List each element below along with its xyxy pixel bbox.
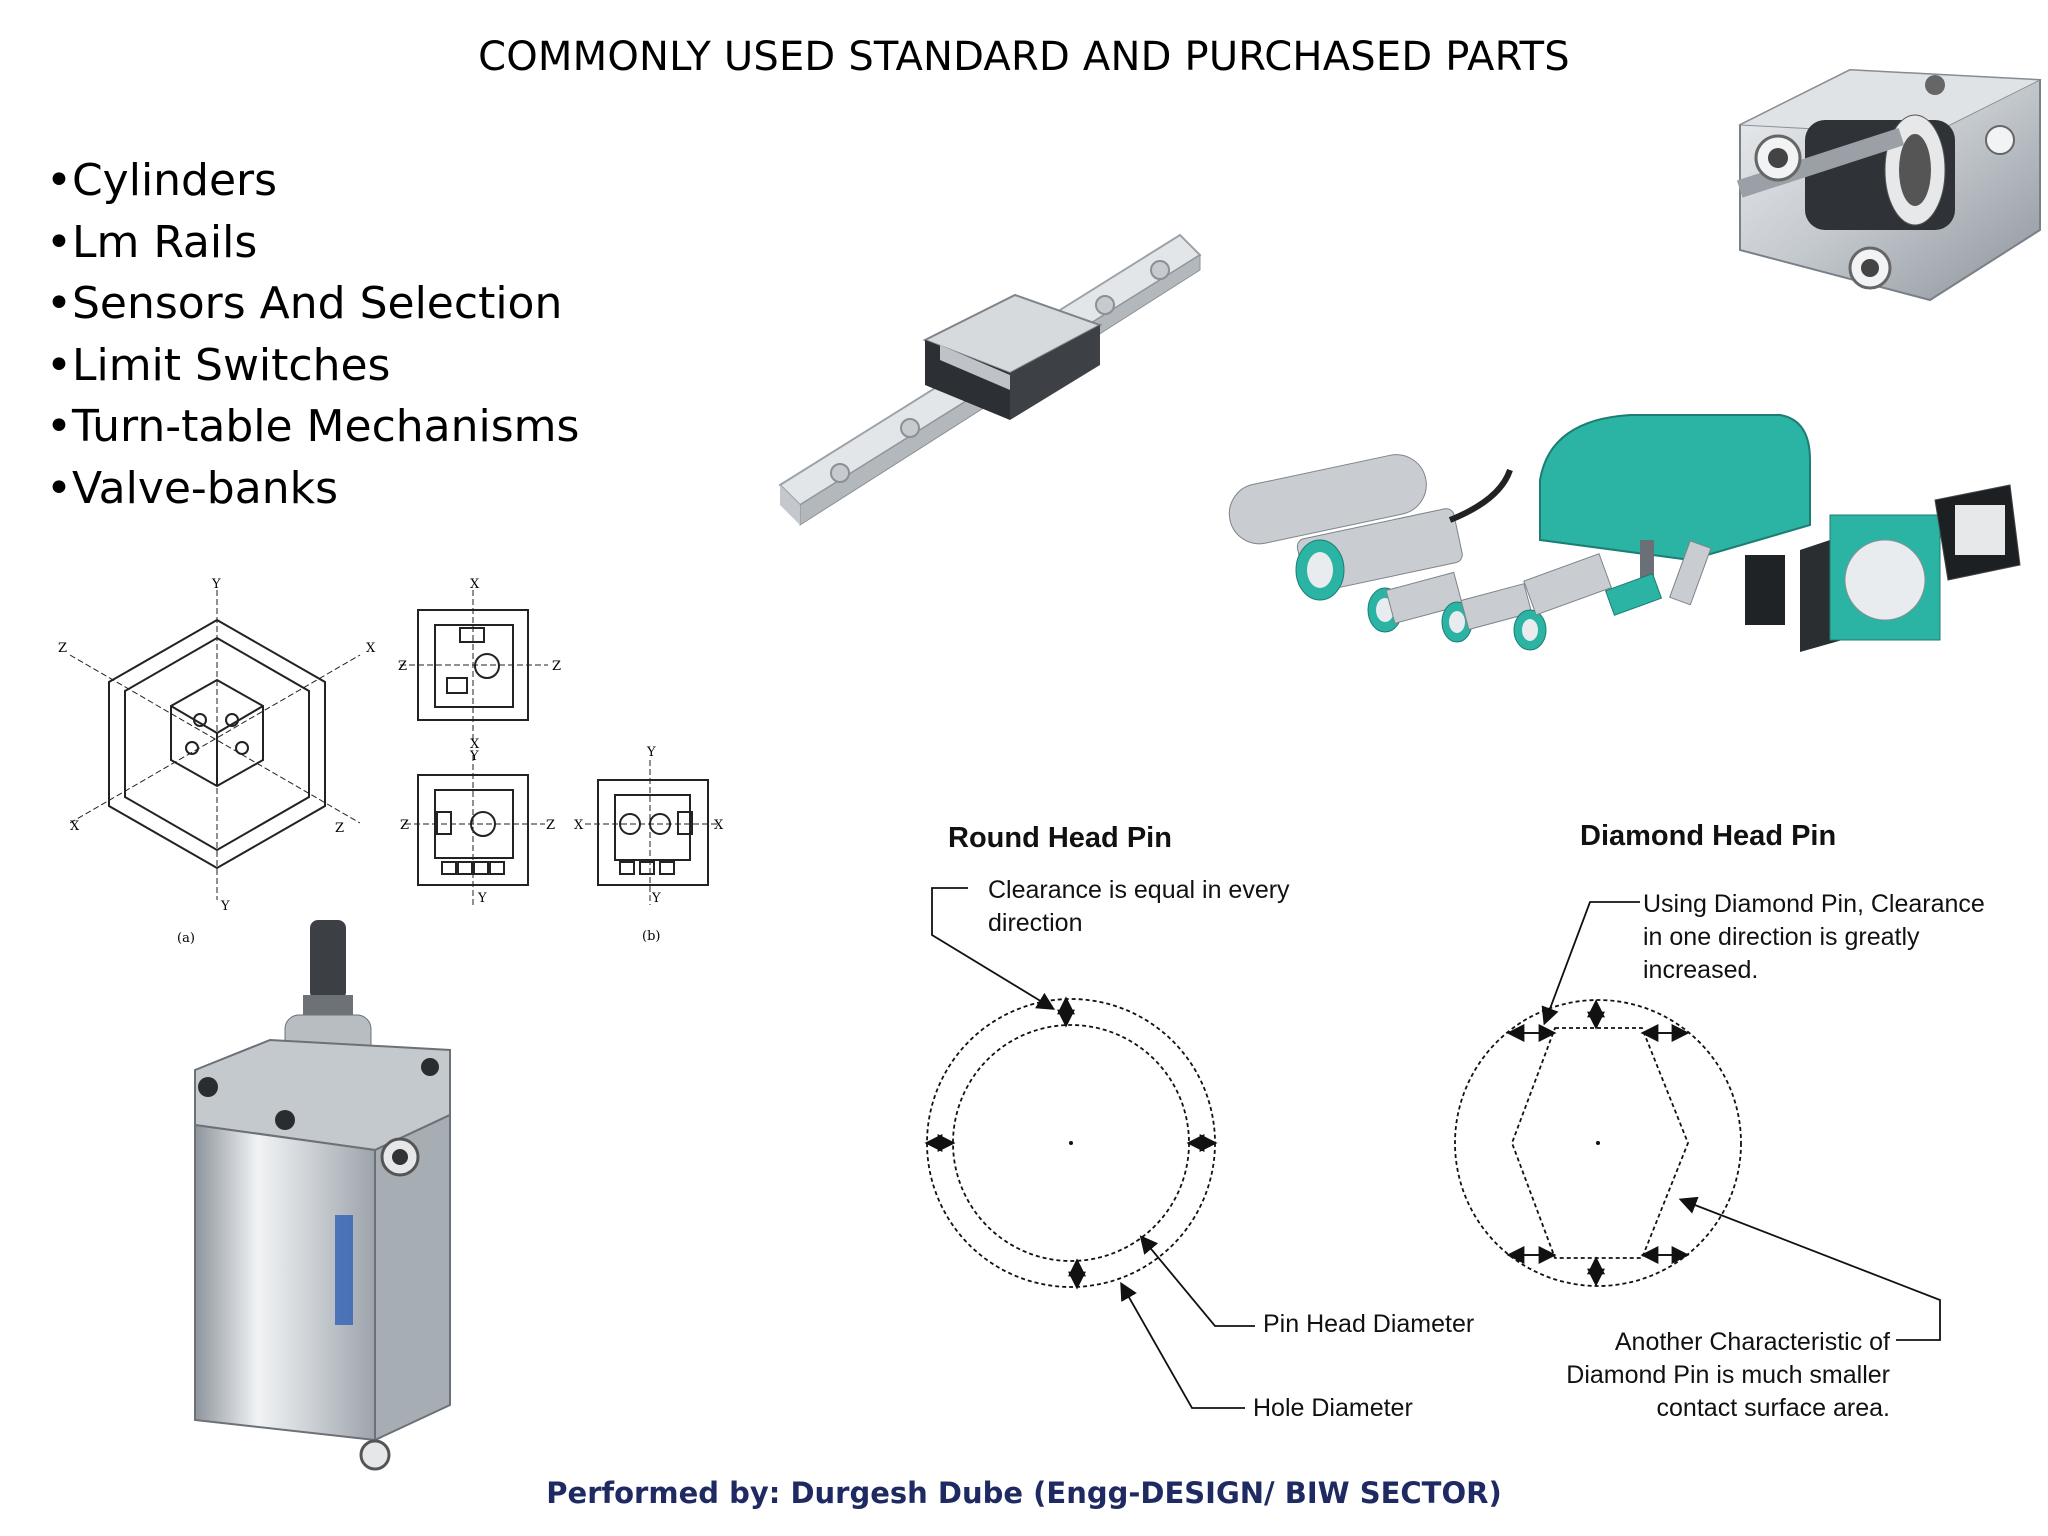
list-item: •Limit Switches: [46, 335, 579, 397]
pin-head-diameter-label: Pin Head Diameter: [1263, 1310, 1475, 1338]
note-line: Clearance is equal in every: [988, 876, 1290, 904]
list-item-text: Cylinders: [71, 155, 278, 206]
list-item-text: Turn-table Mechanisms: [71, 401, 580, 452]
bullet-glyph: •: [46, 278, 72, 329]
list-item-text: Sensors And Selection: [71, 278, 563, 329]
note-line: direction: [988, 909, 1083, 937]
axis-label-y: Y: [211, 577, 221, 592]
bullet-glyph: •: [46, 155, 72, 206]
note-line: Another Characteristic of: [1614, 1328, 1890, 1356]
diamond-head-note: Using Diamond Pin, Clearance in one dire…: [1643, 888, 1985, 987]
bullet-glyph: •: [46, 339, 72, 391]
axis-label-z: Z: [335, 821, 344, 836]
note-line: increased.: [1643, 956, 1759, 984]
axis-label-y: Y: [469, 749, 479, 764]
list-item: •Turn-table Mechanisms: [46, 396, 579, 458]
bullet-glyph: •: [46, 216, 72, 268]
axis-label-z: Z: [58, 641, 67, 656]
pneumatic-cylinder-image: [194, 920, 451, 1471]
list-item: •Sensors And Selection: [46, 273, 579, 335]
figure-caption-b: (b): [642, 929, 660, 944]
compact-cylinder-image: [1736, 68, 2042, 302]
axis-label-y: Y: [651, 891, 661, 906]
axis-label-y: Y: [220, 899, 230, 914]
list-item-text: Limit Switches: [71, 339, 391, 391]
round-head-note: Clearance is equal in every direction: [988, 874, 1290, 940]
list-item: •Valve-banks: [46, 458, 579, 520]
axis-label-x: X: [714, 818, 724, 833]
axis-label-x: X: [470, 577, 480, 592]
list-item: •Cylinders: [46, 150, 579, 212]
axis-label-y: Y: [477, 891, 487, 906]
diamond-contact-note: Another Characteristic of Diamond Pin is…: [1520, 1326, 1890, 1425]
list-item-text: Valve-banks: [71, 462, 338, 514]
list-item: •Lm Rails: [46, 212, 579, 274]
note-line: in one direction is greatly: [1643, 923, 1920, 951]
note-line: Diamond Pin is much smaller: [1566, 1361, 1890, 1389]
axis-label-x: X: [366, 641, 376, 656]
figure-caption-a: (a): [177, 931, 195, 946]
slide-title: COMMONLY USED STANDARD AND PURCHASED PAR…: [478, 34, 1570, 80]
round-head-pin-title: Round Head Pin: [948, 822, 1172, 854]
bullet-glyph: •: [46, 401, 72, 452]
axis-label-z: Z: [398, 659, 407, 674]
bullet-glyph: •: [46, 462, 72, 514]
note-line: contact surface area.: [1656, 1394, 1890, 1422]
axis-label-x: X: [70, 819, 80, 834]
axis-label-z: Z: [400, 818, 409, 833]
hole-diameter-label: Hole Diameter: [1253, 1394, 1413, 1422]
lm-rail-image: [778, 233, 1202, 526]
note-line: Using Diamond Pin, Clearance: [1643, 890, 1985, 918]
axis-label-z: Z: [546, 818, 555, 833]
list-item-text: Lm Rails: [71, 216, 258, 268]
axis-label-z: Z: [552, 659, 561, 674]
axis-label-x: X: [574, 818, 584, 833]
sensor-group-image: [1228, 414, 2021, 652]
diamond-head-pin-title: Diamond Head Pin: [1580, 820, 1837, 852]
axis-label-y: Y: [646, 745, 656, 760]
topic-list: •Cylinders •Lm Rails •Sensors And Select…: [46, 150, 579, 519]
fixture-orthographic-drawing: Y Z X X Z Y (a) X Z Z X Y Z Z Y: [58, 577, 724, 946]
axis-label-x: X: [470, 737, 480, 752]
presenter-credit: Performed by: Durgesh Dube (Engg-DESIGN/…: [546, 1476, 1502, 1510]
